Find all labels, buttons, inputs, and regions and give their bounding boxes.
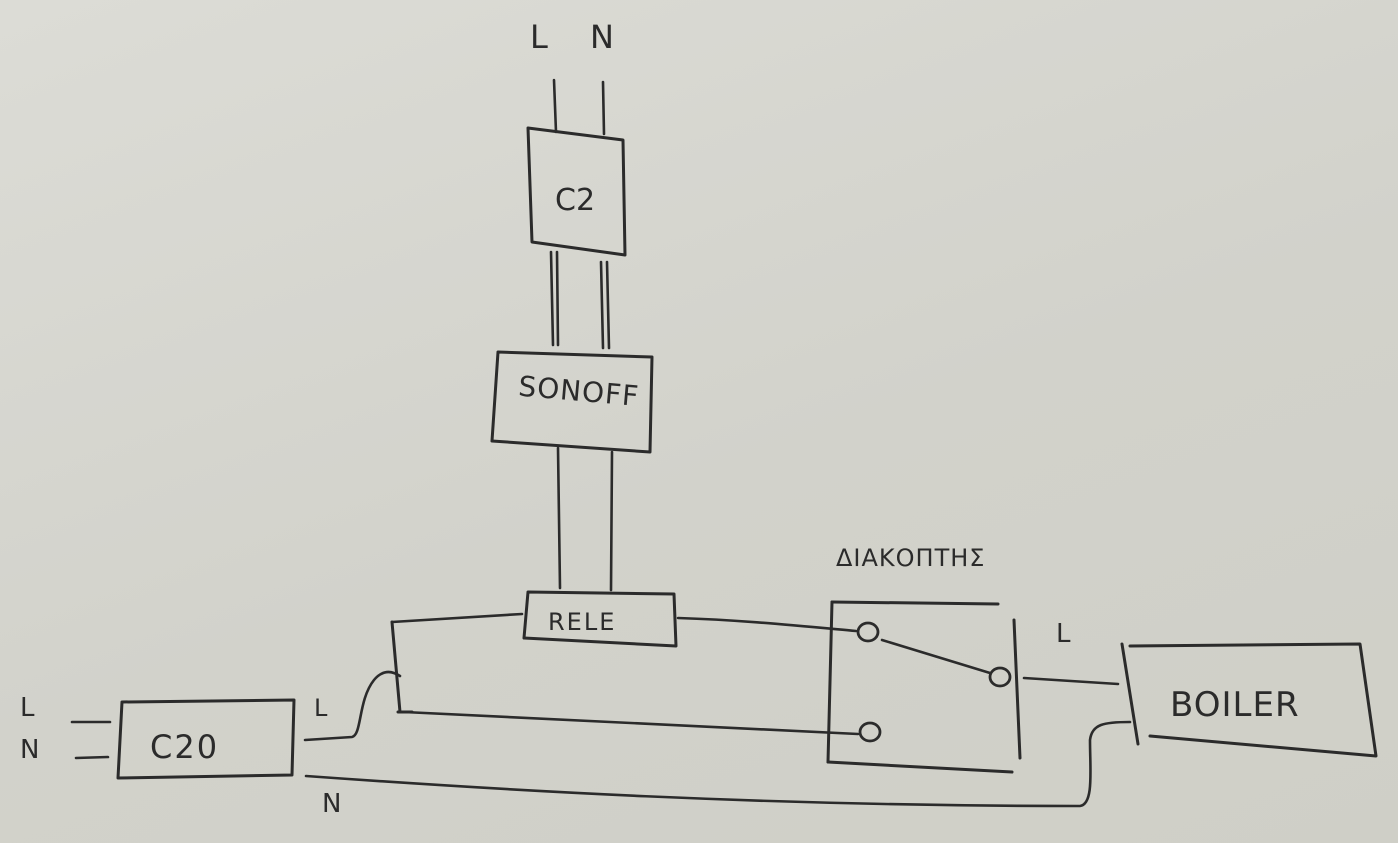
boiler-box xyxy=(1128,642,1378,758)
main-line-wire xyxy=(303,670,402,742)
switch-contact-upper xyxy=(856,621,880,643)
left-supply-neutral-label: N xyxy=(20,735,39,765)
changeover-switch xyxy=(826,600,1022,774)
c20-breaker: C20 xyxy=(116,698,296,780)
switch-box-right xyxy=(1012,618,1022,760)
switch-box-left xyxy=(826,600,834,764)
bus-to-switch-lower-contact-wire xyxy=(402,710,860,736)
load-line-label: L xyxy=(1056,619,1071,649)
top-supply-line-label: L xyxy=(530,18,548,56)
c2-breaker: C2 xyxy=(526,126,627,257)
switch-box-top xyxy=(830,600,1000,606)
boiler-label: BOILER xyxy=(1170,685,1300,725)
sonoff-relay-wire-2 xyxy=(609,450,614,592)
sonoff-relay-wire-1 xyxy=(556,446,562,590)
relay: RELE xyxy=(522,590,678,648)
c2-breaker-label: C2 xyxy=(555,183,595,218)
switch-to-boiler-wire xyxy=(1022,676,1120,686)
top-supply-neutral-label: N xyxy=(590,18,614,56)
switch-label: ΔΙΑΚΟΠΤΗΣ xyxy=(836,544,985,572)
c2-sonoff-neutral-wire-a xyxy=(599,260,605,350)
relay-to-switch-wire xyxy=(676,616,858,633)
switch-contact-common xyxy=(988,666,1012,688)
bus-to-relay-wire xyxy=(390,612,524,624)
main-neutral-label: N xyxy=(322,789,341,819)
top-line-wire xyxy=(552,78,558,134)
left-supply-line-label: L xyxy=(20,693,35,723)
line-bus-vertical xyxy=(390,620,402,714)
c2-sonoff-line-wire-a xyxy=(549,250,555,347)
relay-label: RELE xyxy=(548,608,616,636)
c20-breaker-label: C20 xyxy=(150,728,219,766)
sonoff-label: SONOFF xyxy=(517,370,640,413)
switch-blade xyxy=(880,638,992,675)
switch-box-bottom xyxy=(826,760,1014,774)
c2-sonoff-neutral-wire-b xyxy=(605,260,611,350)
sonoff-controller: SONOFF xyxy=(490,350,654,454)
boiler-terminal-strip xyxy=(1120,642,1140,746)
c2-sonoff-line-wire-b xyxy=(555,250,560,347)
main-line-label: L xyxy=(314,694,328,722)
top-neutral-wire xyxy=(601,80,606,136)
neutral-return-wire xyxy=(304,720,1132,808)
switch-contact-lower xyxy=(858,721,882,743)
left-neutral-wire xyxy=(74,755,110,760)
boiler: BOILER xyxy=(1120,642,1378,758)
